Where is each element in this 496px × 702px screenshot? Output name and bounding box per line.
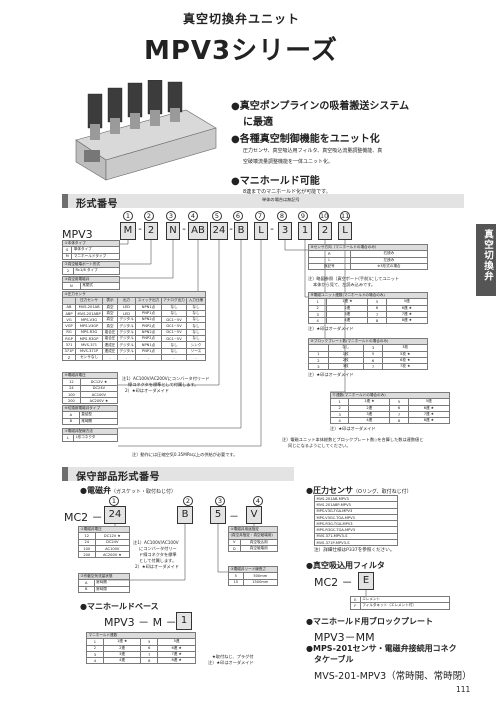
valve-prefix: MC2 －	[64, 511, 103, 524]
manifold-heading: ●マニホールドベース	[80, 602, 159, 611]
code-box-1: M	[120, 222, 136, 240]
valve-box-3: 5	[210, 506, 226, 524]
voltage-note-2: 線コネクタを標準として付属します。	[128, 382, 199, 387]
sensor-heading: ●圧力センサ（Oリング、取付ねじ付）	[306, 486, 412, 495]
valve-box-2: B	[177, 506, 193, 524]
single-unit-note: 単体の場合は無記号	[262, 197, 300, 202]
spare-valve-note-5: 2）★印はオーダメイド	[135, 564, 179, 569]
sensor-note: 注）詳細仕様はP337を参照ください。	[314, 548, 395, 553]
block-plate-note: 注）★印はオーダメイド	[308, 372, 354, 377]
code-box-2: 2	[144, 222, 158, 240]
valve-heading: ●電磁弁（ガスケット・取付ねじ付）	[80, 486, 176, 495]
model-prefix: MPV3	[62, 228, 93, 241]
feature-3: ●マニホールド可能	[231, 176, 320, 187]
cable-heading: ●MPS-201センサ・電磁弁接続用コネク	[306, 644, 457, 653]
filter-leader-line	[365, 590, 367, 596]
filter-box: E	[358, 572, 374, 590]
manifold-note-1: ★取付ねじ、プラグ付	[212, 654, 254, 659]
direction-note-2: 本体から見て、左読み込みです。	[313, 282, 376, 287]
count-sum-note-2: 同じになるようにしてください。	[288, 443, 351, 448]
dash-2: -	[182, 224, 186, 235]
spare-valve-note-3: ド線コネクタを標準	[139, 552, 177, 557]
code-box-5: 24	[210, 222, 228, 240]
model-position-numbers: 1 2 3 4 5 6 7 8 9 10 11	[123, 211, 353, 223]
block-plate-code: MPV3－MM	[314, 631, 375, 644]
code-box-11: L	[338, 222, 352, 240]
cable-heading-cont: タケーブル	[314, 655, 354, 664]
product-image	[75, 80, 217, 181]
page-number: 111	[456, 685, 471, 694]
valve-box-1: 24	[104, 506, 126, 524]
dash-3: -	[229, 224, 233, 235]
voltage-note-3: 2）★印はオーダメイド	[125, 388, 169, 393]
unit-count-note: 注）★印はオーダメイド	[308, 326, 354, 331]
dash-4: -	[270, 224, 274, 235]
code-box-10: 2	[318, 222, 332, 240]
valve-box-4: V	[246, 506, 262, 524]
side-category-tab: 真空切換弁	[476, 224, 496, 296]
filter-heading: ●真空吸込用フィルタ	[306, 561, 385, 570]
valve-dash: －	[229, 512, 239, 523]
spare-valve-note-4: として付属します。	[139, 558, 177, 563]
feature-2: ●各種真空制御機能をユニット化	[231, 134, 380, 145]
code-box-3: N	[166, 222, 180, 240]
feature-2-desc-1: 圧力センサ、真空吸込用フィルタ、真空吸込流量調整機能、真	[243, 148, 383, 154]
feature-3-desc: 8連までのマニホールド化が可能です。	[243, 189, 331, 195]
feature-2-desc-2: 空破壊流量調整機能を一体ユニット化。	[243, 159, 334, 165]
code-box-7: L	[254, 222, 268, 240]
block-plate-heading: ●マニホールド用ブロックプレート	[306, 617, 433, 626]
cable-code: MVS-201-MPV3（常時開、常時閉）	[314, 671, 472, 682]
section-model-number: 形式番号	[62, 194, 464, 210]
manifold-count-note: 注）★印はオーダメイド	[330, 426, 376, 431]
manifold-box: 1	[176, 612, 192, 630]
page-title: MPV3シリーズ	[144, 36, 338, 66]
feature-1-cont: に最適	[243, 117, 273, 128]
count-sum-note-1: 注）電磁ユニット本体総数とブロックプレート数◇を合算した数は連数値と	[282, 437, 424, 442]
direction-note-1: 注）略図参照（真空ポート(手前)にしてユニット	[308, 276, 400, 281]
spare-valve-note-1: 注1）AC100V/AC100V	[133, 540, 179, 545]
feature-1: ●真空ポンプラインの吸着搬送システム	[231, 101, 410, 112]
valve-position-numbers: 1 2 3 4	[109, 496, 269, 508]
operation-note: 注）動作には圧縮空気0.35MPa以上の供給が必要です。	[132, 452, 238, 457]
page-subtitle: 真空切換弁ユニット	[183, 12, 301, 26]
dash-1: -	[138, 224, 142, 235]
sensor-part-list: MVS-201AB-MPV3 MVS-201ABP-MPV3 MPS-V3G-T…	[314, 494, 398, 547]
model-number-row: MPV3	[62, 212, 462, 264]
code-box-4: AB	[188, 222, 208, 240]
code-box-9: 1	[298, 222, 312, 240]
manifold-code: MPV3 － M －	[104, 616, 177, 629]
manifold-note-2: 注）★印はオーダメイド	[208, 660, 254, 665]
spare-valve-note-2: にコンバータ付リー	[139, 546, 177, 551]
code-box-8: 3	[278, 222, 292, 240]
filter-code: MC2 －	[314, 576, 353, 589]
voltage-note-1: 注1）AC100V/AC200Vにコンバータ付リード	[122, 376, 210, 381]
section-maintenance-parts: 保守部品形式番号	[62, 467, 294, 483]
code-box-6: B	[234, 222, 248, 240]
